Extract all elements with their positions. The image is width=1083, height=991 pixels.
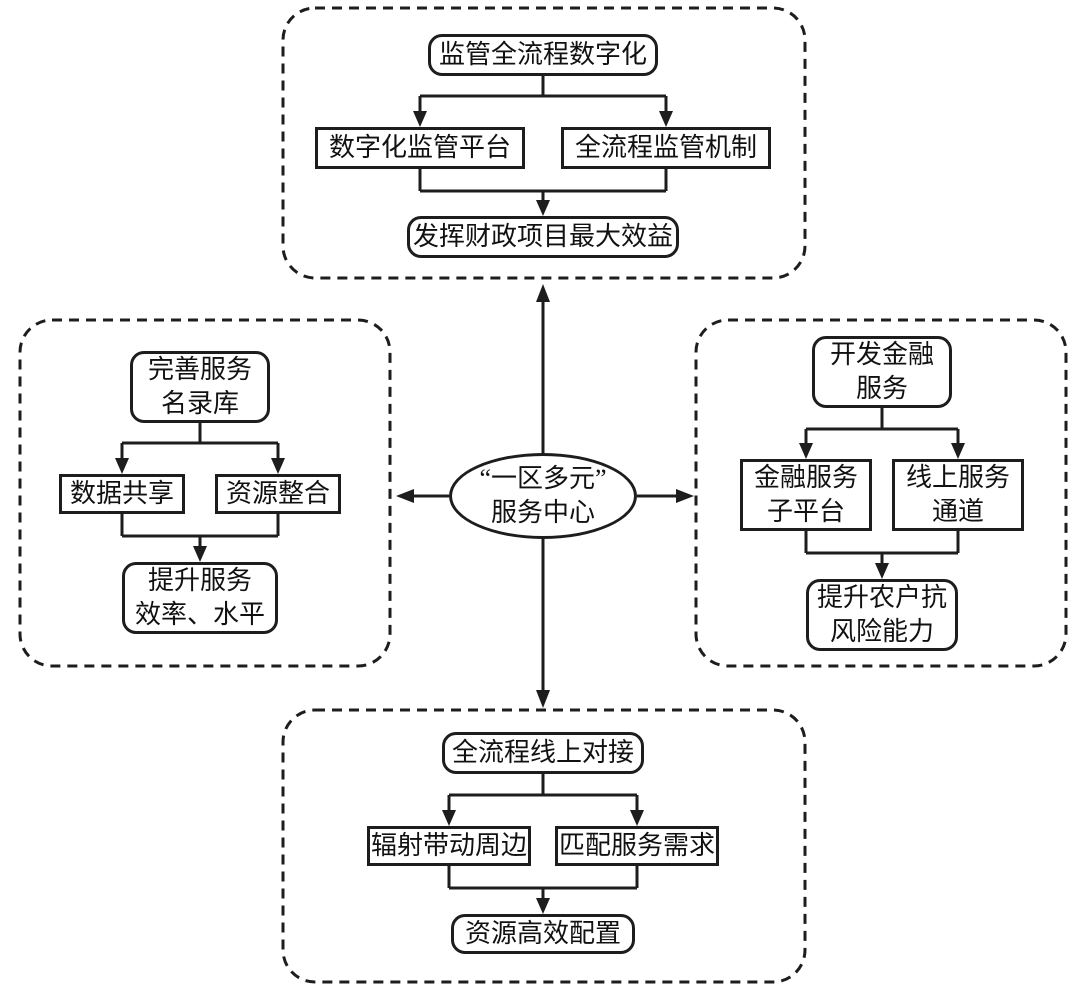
south-child-left-box: 辐射带动周边: [367, 826, 531, 866]
south-split-lines: [447, 774, 639, 811]
arrow-down-icon: [115, 458, 129, 474]
arrow-down-icon: [951, 443, 965, 459]
north-title-box: 监管全流程数字化: [428, 34, 658, 76]
arrow-down-icon: [536, 690, 550, 708]
east-connectors: [799, 408, 965, 579]
south-child-left-label: 辐射带动周边: [370, 831, 527, 861]
north-child-left-label: 数字化监管平台: [328, 133, 511, 163]
north-title-label: 监管全流程数字化: [438, 40, 647, 70]
north-outcome-box: 发挥财政项目最大效益: [407, 216, 679, 258]
north-child-left-box: 数字化监管平台: [315, 127, 525, 169]
south-connectors: [442, 774, 644, 914]
north-split-lines: [418, 76, 668, 112]
west-outcome-line2: 效率、水平: [134, 600, 265, 629]
arrow-down-icon: [413, 111, 427, 127]
east-outcome-box: 提升农户抗 风险能力: [806, 579, 958, 651]
west-child-left-label: 数据共享: [69, 479, 174, 509]
arrow-down-icon: [659, 111, 673, 127]
east-title-box: 开发金融 服务: [812, 336, 952, 408]
south-title-label: 全流程线上对接: [451, 738, 634, 768]
arrow-down-icon: [193, 546, 207, 562]
north-child-right-box: 全流程监管机制: [561, 127, 771, 169]
arrow-right-icon: [676, 489, 694, 503]
center-hub-label-line2: 服务中心: [490, 498, 595, 527]
east-join-lines: [804, 531, 960, 564]
arrow-down-icon: [536, 200, 550, 216]
east-child-left-line2: 子平台: [766, 497, 845, 526]
east-outcome-line2: 风险能力: [829, 617, 934, 646]
arrow-down-icon: [442, 810, 456, 826]
south-child-right-box: 匹配服务需求: [555, 826, 719, 866]
north-child-right-label: 全流程监管机制: [574, 133, 757, 163]
west-title-box: 完善服务 名录库: [130, 351, 270, 423]
west-connectors: [115, 423, 285, 562]
arrow-down-icon: [536, 898, 550, 914]
west-child-right-box: 资源整合: [215, 474, 341, 514]
south-child-right-label: 匹配服务需求: [558, 831, 715, 861]
arrow-down-icon: [271, 458, 285, 474]
east-child-right-line1: 线上服务: [905, 463, 1010, 493]
south-cluster-border: [281, 708, 807, 984]
west-outcome-box: 提升服务 效率、水平: [122, 562, 278, 634]
arrow-down-icon: [799, 443, 813, 459]
west-outcome-line1: 提升服务: [147, 566, 252, 596]
west-title-line2: 名录库: [160, 389, 239, 418]
east-split-lines: [804, 408, 960, 444]
arrow-down-icon: [630, 810, 644, 826]
south-outcome-label: 资源高效配置: [464, 919, 621, 949]
arrow-up-icon: [536, 284, 550, 302]
north-connectors: [413, 76, 673, 216]
arrow-down-icon: [875, 563, 889, 579]
west-title-line1: 完善服务: [147, 355, 252, 385]
east-cluster-border: [694, 318, 1068, 668]
east-child-right-box: 线上服务 通道: [892, 459, 1024, 531]
west-child-right-label: 资源整合: [225, 479, 330, 509]
east-child-left-box: 金融服务 子平台: [740, 459, 872, 531]
south-title-box: 全流程线上对接: [442, 732, 644, 774]
north-outcome-label: 发挥财政项目最大效益: [412, 222, 673, 252]
east-child-right-line2: 通道: [931, 497, 984, 526]
east-title-line1: 开发金融: [829, 340, 934, 370]
east-outcome-line1: 提升农户抗: [816, 583, 947, 613]
west-child-left-box: 数据共享: [59, 474, 185, 514]
center-hub-ellipse: “一区多元” 服务中心: [449, 453, 637, 539]
south-outcome-box: 资源高效配置: [451, 914, 635, 954]
west-join-lines: [120, 514, 280, 547]
center-arrows: [396, 284, 694, 708]
west-cluster-border: [18, 318, 392, 668]
west-split-lines: [120, 423, 280, 459]
east-child-left-line1: 金融服务: [753, 463, 858, 493]
center-hub-label-line1: “一区多元”: [479, 464, 607, 494]
north-join-lines: [418, 169, 668, 201]
arrow-left-icon: [396, 489, 414, 503]
south-join-lines: [447, 866, 639, 899]
east-title-line2: 服务: [855, 374, 908, 403]
north-cluster-border: [281, 6, 807, 280]
